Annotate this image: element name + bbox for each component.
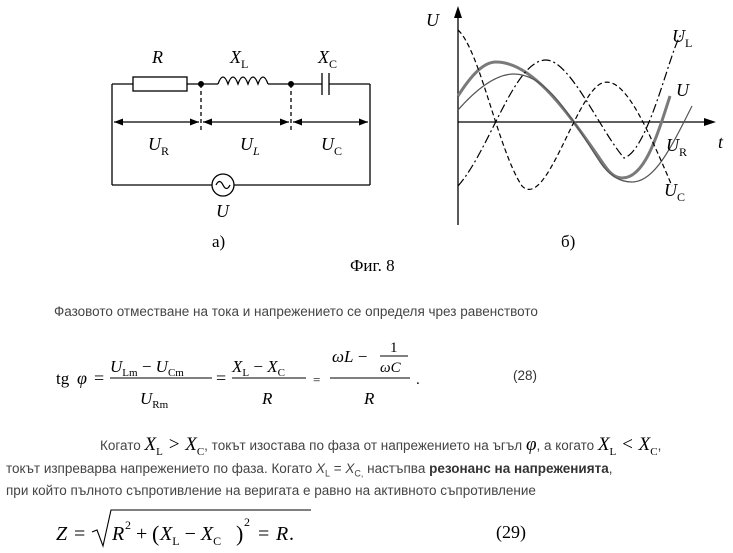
waveform-diagram: U t UL U UR UC	[426, 6, 724, 225]
svg-text:=: =	[94, 368, 104, 388]
label-UC: UC	[321, 134, 342, 158]
wave-label-U: U	[676, 80, 690, 100]
svg-text:.: .	[289, 523, 294, 545]
svg-text:=: =	[74, 523, 85, 545]
label-source-U: U	[216, 201, 230, 221]
caption-b: б)	[561, 232, 576, 251]
equation-28: tg φ = ULm − UCm URm = XL − XC R = ωL − …	[56, 340, 420, 411]
wave-label-UL: UL	[672, 26, 692, 50]
svg-text:R: R	[275, 523, 288, 545]
inductor-symbol	[217, 76, 269, 86]
svg-text:Z: Z	[56, 523, 68, 545]
equation-29: Z = R 2 + ( XL − XC ) 2 = R .	[56, 509, 311, 548]
axis-label-U: U	[426, 10, 440, 30]
wave-UC	[457, 29, 673, 190]
intro-paragraph: Фазовото отместване на тока и напрежение…	[54, 304, 538, 319]
svg-text:=: =	[216, 368, 226, 388]
wave-UL	[457, 33, 683, 187]
svg-text:ULm − UCm: ULm − UCm	[110, 357, 184, 379]
figure-title: Фиг. 8	[350, 256, 395, 275]
svg-text:=: =	[258, 523, 269, 545]
label-XC: XC	[317, 47, 337, 71]
label-UL: UL	[240, 134, 260, 158]
svg-text:φ: φ	[77, 368, 87, 388]
svg-text:ωL −: ωL −	[332, 347, 367, 366]
axis-label-t: t	[718, 132, 724, 152]
svg-text:XL − XC: XL − XC	[159, 523, 221, 548]
svg-text:=: =	[313, 372, 320, 387]
label-R: R	[151, 47, 163, 67]
resistor-symbol	[132, 76, 188, 92]
caption-a: а)	[212, 232, 226, 251]
wave-U	[456, 60, 672, 180]
circuit-diagram: R XL XC UR UL UC U	[111, 47, 371, 221]
wave-label-UC: UC	[664, 180, 685, 204]
svg-text:ωC: ωC	[380, 360, 402, 376]
paragraph-line-3: при който пълното съпротивление на вериг…	[6, 483, 536, 498]
wave-label-UR: UR	[666, 135, 687, 159]
svg-text:tg: tg	[56, 369, 70, 388]
label-XL: XL	[229, 47, 248, 71]
svg-text:(: (	[152, 521, 159, 546]
eq29-number: (29)	[496, 522, 526, 542]
paragraph-line-2: токът изпреварва напрежението по фаза. К…	[6, 461, 613, 479]
wave-UR	[457, 73, 693, 183]
label-UR: UR	[148, 134, 169, 158]
svg-text:XL − XC: XL − XC	[231, 357, 285, 379]
svg-text:R: R	[261, 389, 273, 408]
svg-text:2: 2	[244, 515, 250, 529]
svg-text:.: .	[416, 372, 420, 388]
svg-text:R: R	[363, 389, 375, 408]
ac-source-symbol	[211, 173, 235, 197]
svg-text:+: +	[136, 523, 147, 545]
svg-text:URm: URm	[140, 389, 169, 411]
svg-text:R: R	[111, 523, 124, 545]
svg-text:): )	[236, 521, 243, 546]
svg-text:1: 1	[390, 340, 398, 356]
eq28-number: (28)	[513, 368, 538, 383]
svg-text:2: 2	[125, 518, 131, 532]
paragraph-line-1: Когато XL > XC, токът изостава по фаза о…	[100, 434, 662, 458]
